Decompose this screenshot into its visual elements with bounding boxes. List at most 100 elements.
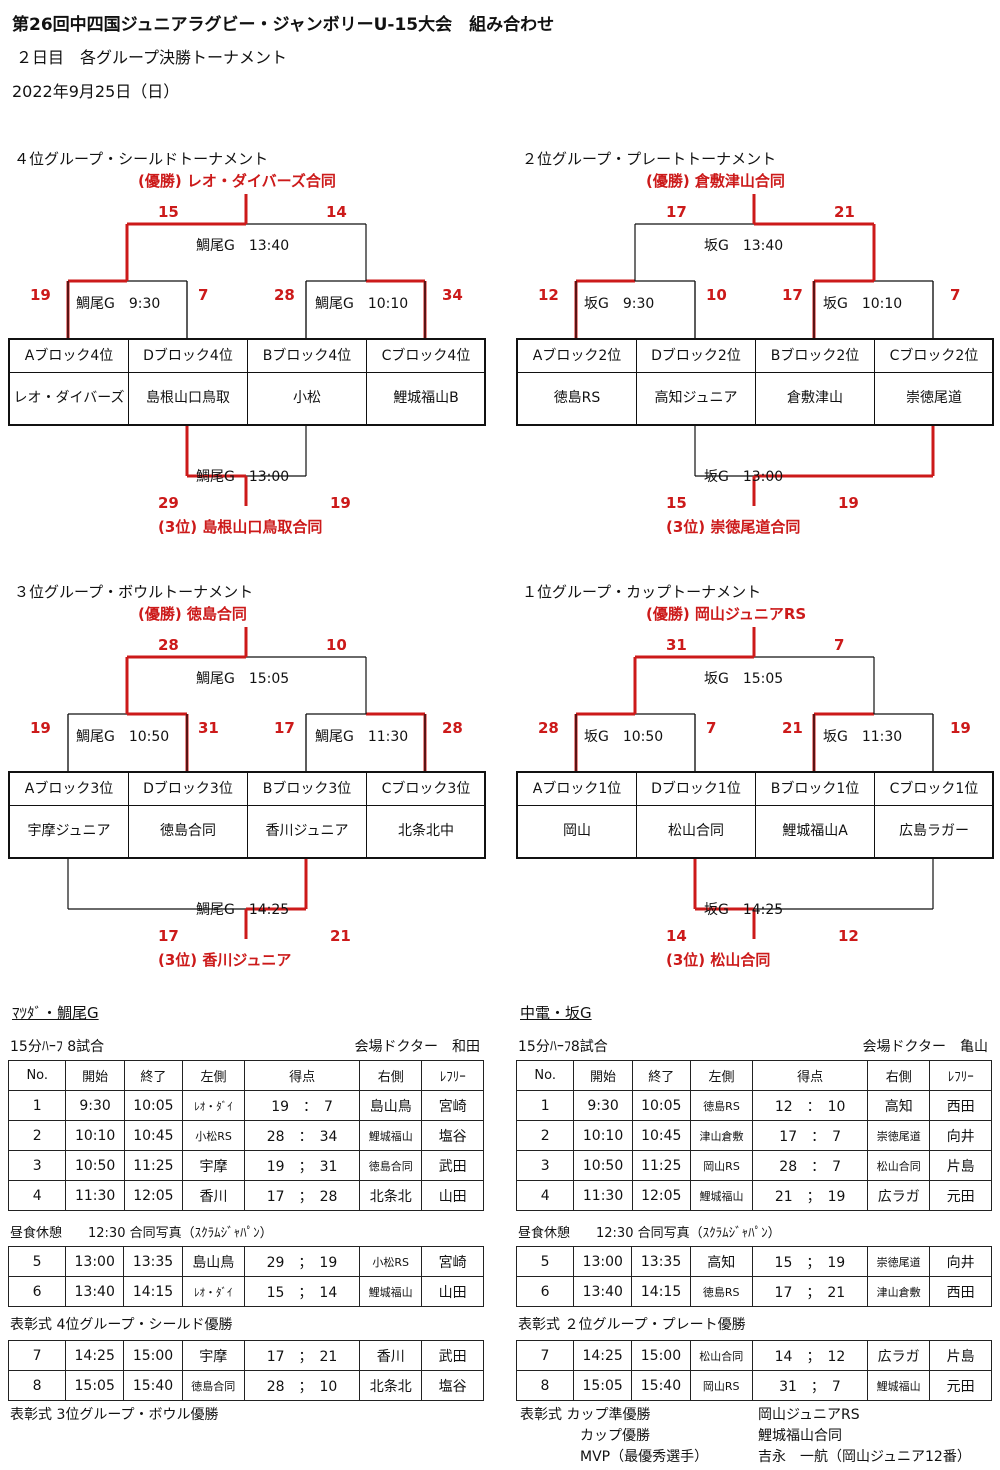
table-header-cell: ﾚﾌﾘｰ: [929, 1060, 992, 1091]
table-cell: 9:30: [65, 1090, 125, 1121]
page-title: 第26回中四国ジュニアラグビー・ジャンボリーU-15大会 組み合わせ: [12, 15, 555, 35]
semi-time: 11:30: [861, 729, 903, 745]
third-info: 鯛尾G 13:00: [196, 466, 289, 486]
semi-ground: 鯛尾G: [315, 729, 354, 745]
table-cell: 15 ； 19: [751, 1246, 868, 1277]
spacer: [729, 671, 743, 687]
spacer: [354, 729, 368, 745]
table-cell: 7: [7, 1340, 67, 1371]
semi-ground: 鯛尾G: [76, 296, 115, 312]
match-format: 15分ﾊｰﾌ8試合: [518, 1039, 608, 1055]
award-value: 鯉城福山合同: [758, 1428, 842, 1444]
third-ground: 鯛尾G: [196, 902, 235, 918]
team-block-label: Cブロック3位: [367, 773, 485, 806]
final-info: 坂G 15:05: [704, 668, 783, 688]
semi-time: 9:30: [128, 296, 161, 312]
table-cell: 15:05: [573, 1370, 633, 1401]
winner-label: (優勝) 岡山ジュニアRS: [646, 605, 807, 623]
team-name: 鯉城福山A: [756, 806, 875, 857]
semi-right-info: 坂G 10:10: [823, 293, 902, 313]
semi-left-info: 鯛尾G 10:50: [76, 726, 169, 746]
final-ground: 鯛尾G: [196, 671, 235, 687]
team-block-label: Aブロック1位: [518, 773, 637, 806]
semi-left-left-score: 28: [538, 719, 559, 737]
table-cell: 鯉城福山: [359, 1276, 423, 1307]
team-name: 徳島合同: [129, 806, 248, 857]
table-cell: 高知: [689, 1246, 753, 1277]
team-block-label: Dブロック4位: [129, 340, 248, 373]
final-right-score: 7: [834, 636, 845, 654]
match-format: 15分ﾊｰﾌ 8試合: [10, 1039, 105, 1055]
table-cell: 28 ； 10: [243, 1370, 361, 1401]
third-ground: 坂G: [704, 469, 729, 485]
third-place-label: (3位) 崇徳尾道合同: [666, 518, 801, 536]
spacer: [115, 296, 129, 312]
team-block-label: Bブロック1位: [756, 773, 875, 806]
final-ground: 坂G: [704, 238, 729, 254]
third-ground: 鯛尾G: [196, 469, 235, 485]
table-cell: 14:25: [65, 1340, 125, 1371]
table-cell: 片島: [929, 1150, 992, 1181]
venue-title: 中電・坂G: [520, 1004, 592, 1022]
semi-right-left-score: 17: [274, 719, 295, 737]
table-header-cell: 左側: [689, 1060, 754, 1091]
table-cell: 21 ； 19: [752, 1180, 869, 1211]
third-time: 14:25: [742, 902, 784, 918]
table-cell: 17 ； 28: [244, 1180, 361, 1211]
table-cell: 津山倉敷: [866, 1276, 931, 1307]
team-block-label: Aブロック2位: [518, 340, 637, 373]
team-block-label: Dブロック2位: [637, 340, 756, 373]
winner-label: (優勝) レオ・ダイバーズ合同: [138, 172, 336, 190]
team-name: 高知ジュニア: [637, 373, 756, 424]
table-cell: 13:00: [65, 1246, 125, 1277]
semi-time: 9:30: [622, 296, 655, 312]
table-cell: 10:05: [123, 1090, 184, 1121]
table-cell: 香川: [359, 1340, 423, 1371]
table-cell: 8: [7, 1370, 67, 1401]
table-cell: 12:05: [123, 1180, 184, 1211]
semi-left-right-score: 7: [706, 719, 717, 737]
table-cell: 15:00: [631, 1340, 691, 1371]
third-info: 坂G 13:00: [704, 466, 783, 486]
table-cell: 13:40: [573, 1276, 633, 1307]
table-cell: 7: [515, 1340, 575, 1371]
bracket-lines: [66, 194, 427, 506]
group-title: ２位グループ・プレートトーナメント: [522, 150, 777, 168]
group-title: １位グループ・カップトーナメント: [522, 583, 762, 601]
table-cell: 山田: [421, 1276, 484, 1307]
table-cell: 19 ； 31: [244, 1150, 361, 1181]
semi-time: 10:50: [622, 729, 664, 745]
spacer: [235, 469, 249, 485]
semi-ground: 坂G: [823, 296, 848, 312]
lunch-break-line: 昼食休憩 12:30 合同写真（ｽｸﾗﾑｼﾞｬﾊﾟﾝ）: [518, 1226, 781, 1241]
semi-right-right-score: 34: [442, 286, 463, 304]
final-time: 15:05: [742, 671, 784, 687]
venue-doctor: 会場ドクター 亀山: [862, 1039, 988, 1055]
table-cell: 28 ： 7: [752, 1150, 869, 1181]
final-left-score: 17: [666, 203, 687, 221]
third-right-score: 21: [330, 927, 351, 945]
third-info: 鯛尾G 14:25: [196, 899, 289, 919]
winner-label: (優勝) 倉敷津山合同: [646, 172, 785, 190]
final-ground: 鯛尾G: [196, 238, 235, 254]
table-cell: 9:30: [573, 1090, 633, 1121]
table-header-cell: 右側: [359, 1060, 423, 1091]
table-header-cell: 右側: [867, 1060, 931, 1091]
semi-left-left-score: 12: [538, 286, 559, 304]
team-block-label: Dブロック3位: [129, 773, 248, 806]
third-left-score: 14: [666, 927, 687, 945]
table-header-cell: 終了: [631, 1060, 691, 1091]
semi-ground: 鯛尾G: [76, 729, 115, 745]
semi-ground: 坂G: [584, 296, 609, 312]
table-cell: 1: [7, 1090, 67, 1121]
table-cell: 北条北: [359, 1370, 423, 1401]
